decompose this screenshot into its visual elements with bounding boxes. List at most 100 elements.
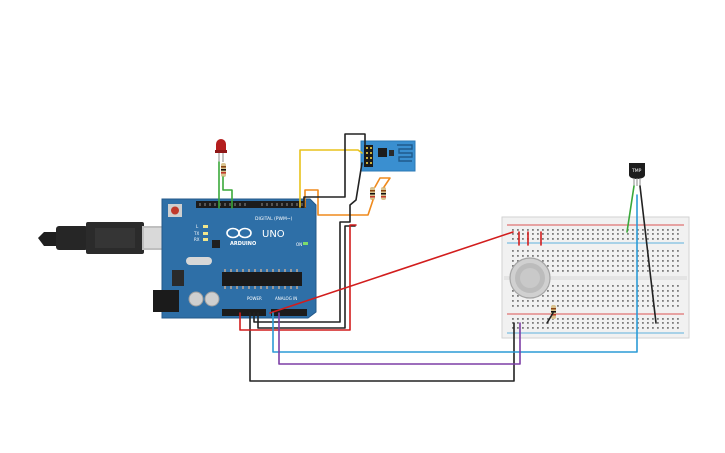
breadboard-hole xyxy=(512,265,514,267)
arduino-uno-board[interactable]: DIGITAL (PWM~) L TX RX ARDUINO UNO ON xyxy=(153,198,317,319)
breadboard-hole xyxy=(602,285,604,287)
breadboard-hole xyxy=(667,295,669,297)
breadboard-hole xyxy=(607,265,609,267)
breadboard-hole xyxy=(602,305,604,307)
breadboard-hole xyxy=(512,305,514,307)
wire-black[interactable] xyxy=(639,185,657,324)
breadboard-hole xyxy=(562,327,564,329)
breadboard-hole xyxy=(552,255,554,257)
breadboard-hole xyxy=(537,238,539,240)
breadboard-hole xyxy=(642,285,644,287)
breadboard-hole xyxy=(652,265,654,267)
breadboard-hole xyxy=(677,265,679,267)
breadboard-hole xyxy=(512,260,514,262)
breadboard-hole xyxy=(652,260,654,262)
breadboard-hole xyxy=(557,265,559,267)
wire-blue[interactable] xyxy=(272,194,638,353)
power-jack[interactable] xyxy=(153,290,179,312)
breadboard-hole xyxy=(597,229,599,231)
breadboard-hole xyxy=(672,318,674,320)
breadboard-hole xyxy=(562,229,564,231)
wire-purple[interactable] xyxy=(278,312,521,365)
breadboard-hole xyxy=(652,250,654,252)
wire-red[interactable] xyxy=(269,231,514,314)
model-text: UNO xyxy=(262,229,285,240)
wifi-resistor[interactable] xyxy=(370,187,375,200)
wire-black[interactable] xyxy=(546,312,554,324)
breadboard-hole xyxy=(607,250,609,252)
breadboard-hole xyxy=(617,318,619,320)
breadboard-hole xyxy=(542,300,544,302)
wire-black[interactable] xyxy=(253,162,363,323)
breadboard-hole xyxy=(577,300,579,302)
breadboard-hole xyxy=(617,327,619,329)
analog-header[interactable] xyxy=(271,309,307,316)
breadboard-hole xyxy=(657,285,659,287)
wire-orange[interactable] xyxy=(374,177,391,188)
breadboard-hole xyxy=(557,318,559,320)
breadboard-hole xyxy=(622,238,624,240)
breadboard-hole xyxy=(557,270,559,272)
tx-label: TX xyxy=(193,231,199,236)
wifi-resistor[interactable] xyxy=(381,187,386,200)
led-resistor[interactable] xyxy=(221,163,226,177)
breadboard-hole xyxy=(677,285,679,287)
breadboard-hole xyxy=(577,255,579,257)
breadboard-hole xyxy=(572,229,574,231)
breadboard-hole xyxy=(672,327,674,329)
wire-black[interactable] xyxy=(257,225,356,329)
breadboard-hole xyxy=(512,295,514,297)
breadboard-hole xyxy=(602,260,604,262)
breadboard-hole xyxy=(672,285,674,287)
wire-red[interactable] xyxy=(239,224,357,331)
wire-yellow[interactable] xyxy=(299,149,363,208)
breadboard-hole xyxy=(567,318,569,320)
wire-green[interactable] xyxy=(222,176,233,209)
gas-sensor[interactable] xyxy=(509,257,551,299)
breadboard-hole xyxy=(657,260,659,262)
breadboard-hole xyxy=(672,233,674,235)
breadboard-hole xyxy=(577,229,579,231)
usb-cable[interactable] xyxy=(38,222,164,254)
red-led[interactable] xyxy=(215,139,227,162)
wire-green[interactable] xyxy=(626,185,635,233)
breadboard-hole xyxy=(672,300,674,302)
breadboard-hole xyxy=(612,229,614,231)
breadboard-hole xyxy=(612,233,614,235)
breadboard-hole xyxy=(522,305,524,307)
breadboard-hole xyxy=(632,327,634,329)
breadboard-hole xyxy=(557,295,559,297)
temperature-sensor[interactable]: TMP xyxy=(629,163,645,186)
breadboard-hole xyxy=(577,322,579,324)
breadboard-hole xyxy=(642,270,644,272)
breadboard-hole xyxy=(627,255,629,257)
breadboard-hole xyxy=(517,255,519,257)
breadboard-hole xyxy=(672,229,674,231)
esp8266-wifi-module[interactable] xyxy=(360,140,416,172)
breadboard-hole xyxy=(567,270,569,272)
wire-black[interactable] xyxy=(303,133,366,208)
breadboard-hole xyxy=(552,285,554,287)
breadboard-hole xyxy=(632,260,634,262)
wire-orange[interactable] xyxy=(304,189,374,216)
breadboard-hole xyxy=(577,270,579,272)
sensor-resistor[interactable] xyxy=(551,305,556,319)
on-label: ON xyxy=(296,242,302,247)
breadboard-hole xyxy=(642,233,644,235)
breadboard-hole xyxy=(647,285,649,287)
breadboard-hole xyxy=(657,300,659,302)
breadboard-hole xyxy=(517,238,519,240)
breadboard-hole xyxy=(537,318,539,320)
breadboard-hole xyxy=(647,260,649,262)
breadboard-hole xyxy=(542,327,544,329)
breadboard-hole xyxy=(567,260,569,262)
breadboard-holes xyxy=(512,229,679,329)
wire-black[interactable] xyxy=(249,312,515,382)
breadboard-hole xyxy=(652,285,654,287)
breadboard-hole xyxy=(667,327,669,329)
breadboard-hole xyxy=(542,238,544,240)
digital-header[interactable] xyxy=(196,201,306,208)
breadboard-hole xyxy=(607,327,609,329)
power-header[interactable] xyxy=(222,309,266,316)
breadboard-hole xyxy=(517,295,519,297)
